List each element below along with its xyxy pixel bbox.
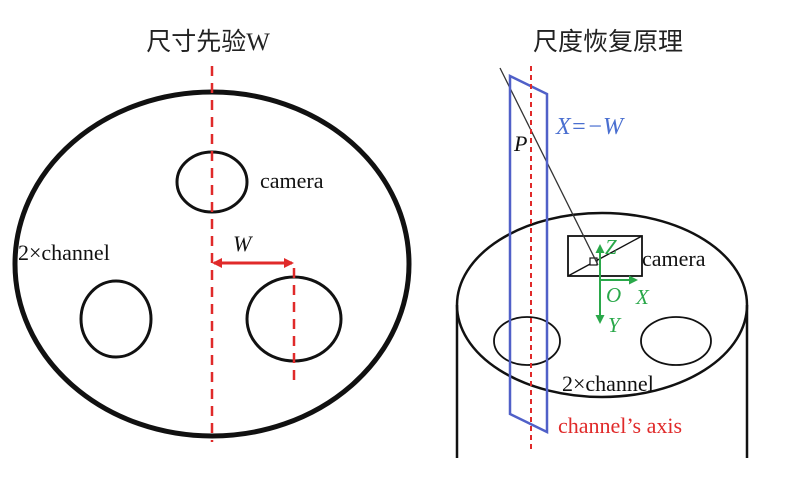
right-camera-label: camera [642,246,706,271]
point-p-label: P [513,131,527,156]
camera-box [567,235,643,277]
axis-z-label: Z [605,235,617,259]
channel-circle-left [79,279,153,359]
cylinder-top-ellipse [455,211,749,399]
plane-label: X=−W [555,114,625,140]
axis-x-label: X [635,285,650,309]
channel-axis-label: channel’s axis [558,413,682,438]
channel-hole-left [493,316,561,366]
camera-label: camera [260,168,324,193]
plane-x-minus-w [508,74,549,434]
left-panel-title: 尺寸先验W [146,28,270,56]
camera-box-diagonal [567,235,643,277]
axis-y-label: Y [608,313,622,337]
left-panel: 尺寸先验W camera 2×channel W [12,28,412,442]
right-channel-label: 2×channel [562,371,654,396]
right-panel: 尺度恢复原理 X=−W P camera Z O X Y 2×channel c… [455,28,749,458]
camera-sensor [589,257,598,266]
channel-label: 2×channel [18,240,110,265]
axis-origin-label: O [606,283,621,307]
width-label: W [233,231,253,256]
projection-ray [499,67,599,266]
channel-hole-right [640,316,712,366]
right-panel-title: 尺度恢复原理 [533,28,683,56]
